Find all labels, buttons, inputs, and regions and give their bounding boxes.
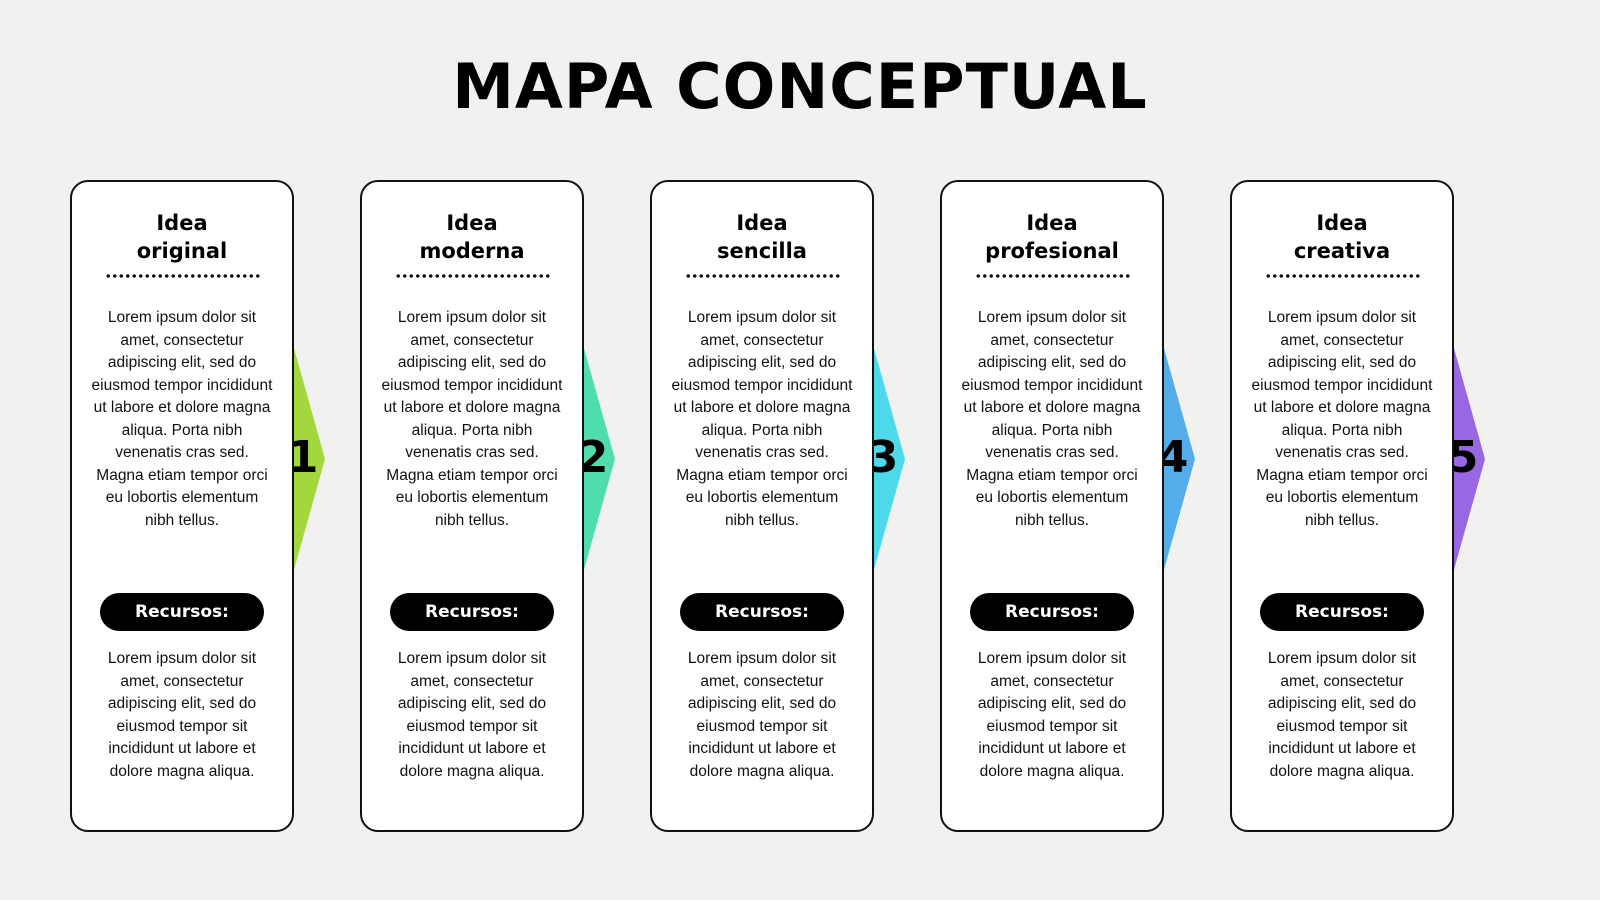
step-2: 2 Idea moderna Lorem ipsum dolor sit ame… [360,180,660,832]
card-title-line2: creativa [1293,239,1391,263]
step-4: 4 Idea profesional Lorem ipsum dolor sit… [940,180,1240,832]
card-description: Lorem ipsum dolor sit amet, consectetur … [381,309,563,529]
card-title: Idea original [72,209,292,265]
resources-description: Lorem ipsum dolor sit amet, consectetur … [397,650,547,780]
step-3: 3 Idea sencilla Lorem ipsum dolor sit am… [650,180,950,832]
card-title: Idea sencilla [652,209,872,265]
idea-card-4: Idea profesional Lorem ipsum dolor sit a… [940,180,1164,832]
resources-description: Lorem ipsum dolor sit amet, consectetur … [1267,650,1417,780]
card-title: Idea moderna [362,209,582,265]
card-title: Idea profesional [942,209,1162,265]
card-title-line1: Idea [156,211,208,235]
card-title-line2: original [136,239,228,263]
dotted-divider [105,274,261,278]
dotted-divider [395,274,551,278]
resources-badge: Recursos: [100,593,264,631]
resources-badge: Recursos: [680,593,844,631]
step-1: 1 Idea original Lorem ipsum dolor sit am… [70,180,370,832]
card-title-line1: Idea [736,211,788,235]
resources-badge: Recursos: [970,593,1134,631]
idea-card-2: Idea moderna Lorem ipsum dolor sit amet,… [360,180,584,832]
card-title-line1: Idea [1026,211,1078,235]
step-5: 5 Idea creativa Lorem ipsum dolor sit am… [1230,180,1530,832]
card-title-line1: Idea [1316,211,1368,235]
page-title: MAPA CONCEPTUAL [452,50,1148,123]
resources-description: Lorem ipsum dolor sit amet, consectetur … [977,650,1127,780]
resources-badge: Recursos: [1260,593,1424,631]
dotted-divider [685,274,841,278]
dotted-divider [1265,274,1421,278]
card-description: Lorem ipsum dolor sit amet, consectetur … [961,309,1143,529]
card-description: Lorem ipsum dolor sit amet, consectetur … [91,309,273,529]
card-title-line2: moderna [419,239,525,263]
resources-badge: Recursos: [390,593,554,631]
resources-description: Lorem ipsum dolor sit amet, consectetur … [107,650,257,780]
card-title: Idea creativa [1232,209,1452,265]
resources-description: Lorem ipsum dolor sit amet, consectetur … [687,650,837,780]
idea-card-1: Idea original Lorem ipsum dolor sit amet… [70,180,294,832]
card-description: Lorem ipsum dolor sit amet, consectetur … [1251,309,1433,529]
idea-card-3: Idea sencilla Lorem ipsum dolor sit amet… [650,180,874,832]
idea-card-5: Idea creativa Lorem ipsum dolor sit amet… [1230,180,1454,832]
dotted-divider [975,274,1131,278]
card-description: Lorem ipsum dolor sit amet, consectetur … [671,309,853,529]
card-title-line2: profesional [985,239,1119,263]
card-title-line1: Idea [446,211,498,235]
card-title-line2: sencilla [717,239,807,263]
